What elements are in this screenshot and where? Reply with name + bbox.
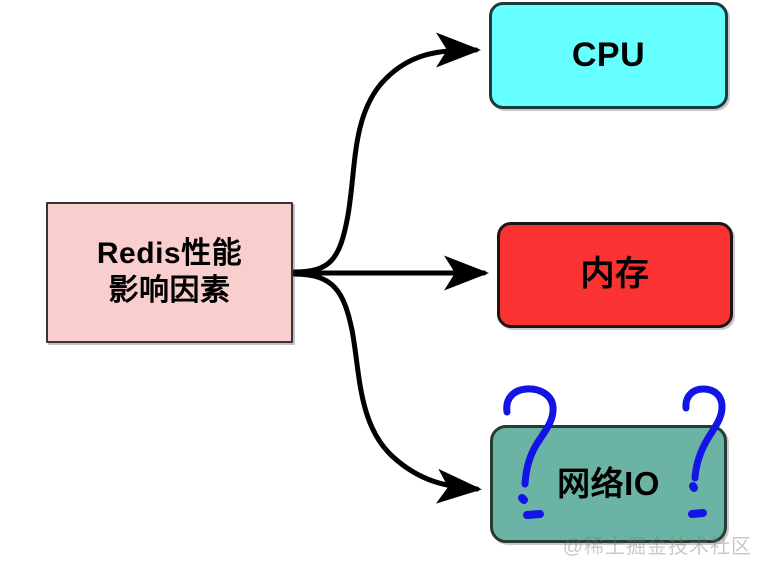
node-memory-label: 内存	[580, 255, 650, 294]
node-root-label: Redis性能 影响因素	[96, 236, 243, 307]
edge-root-to-netio	[291, 271, 482, 504]
watermark: @稀土掘金技术社区	[562, 536, 752, 558]
edge-root-to-cpu	[291, 32, 481, 275]
node-redis-performance-factors[interactable]: Redis性能 影响因素	[46, 202, 293, 343]
node-cpu[interactable]: CPU	[489, 2, 728, 109]
node-network-io-label: 网络IO	[557, 464, 660, 502]
node-cpu-label: CPU	[571, 35, 646, 74]
node-memory[interactable]: 内存	[497, 222, 733, 328]
node-network-io[interactable]: 网络IO	[490, 425, 727, 543]
